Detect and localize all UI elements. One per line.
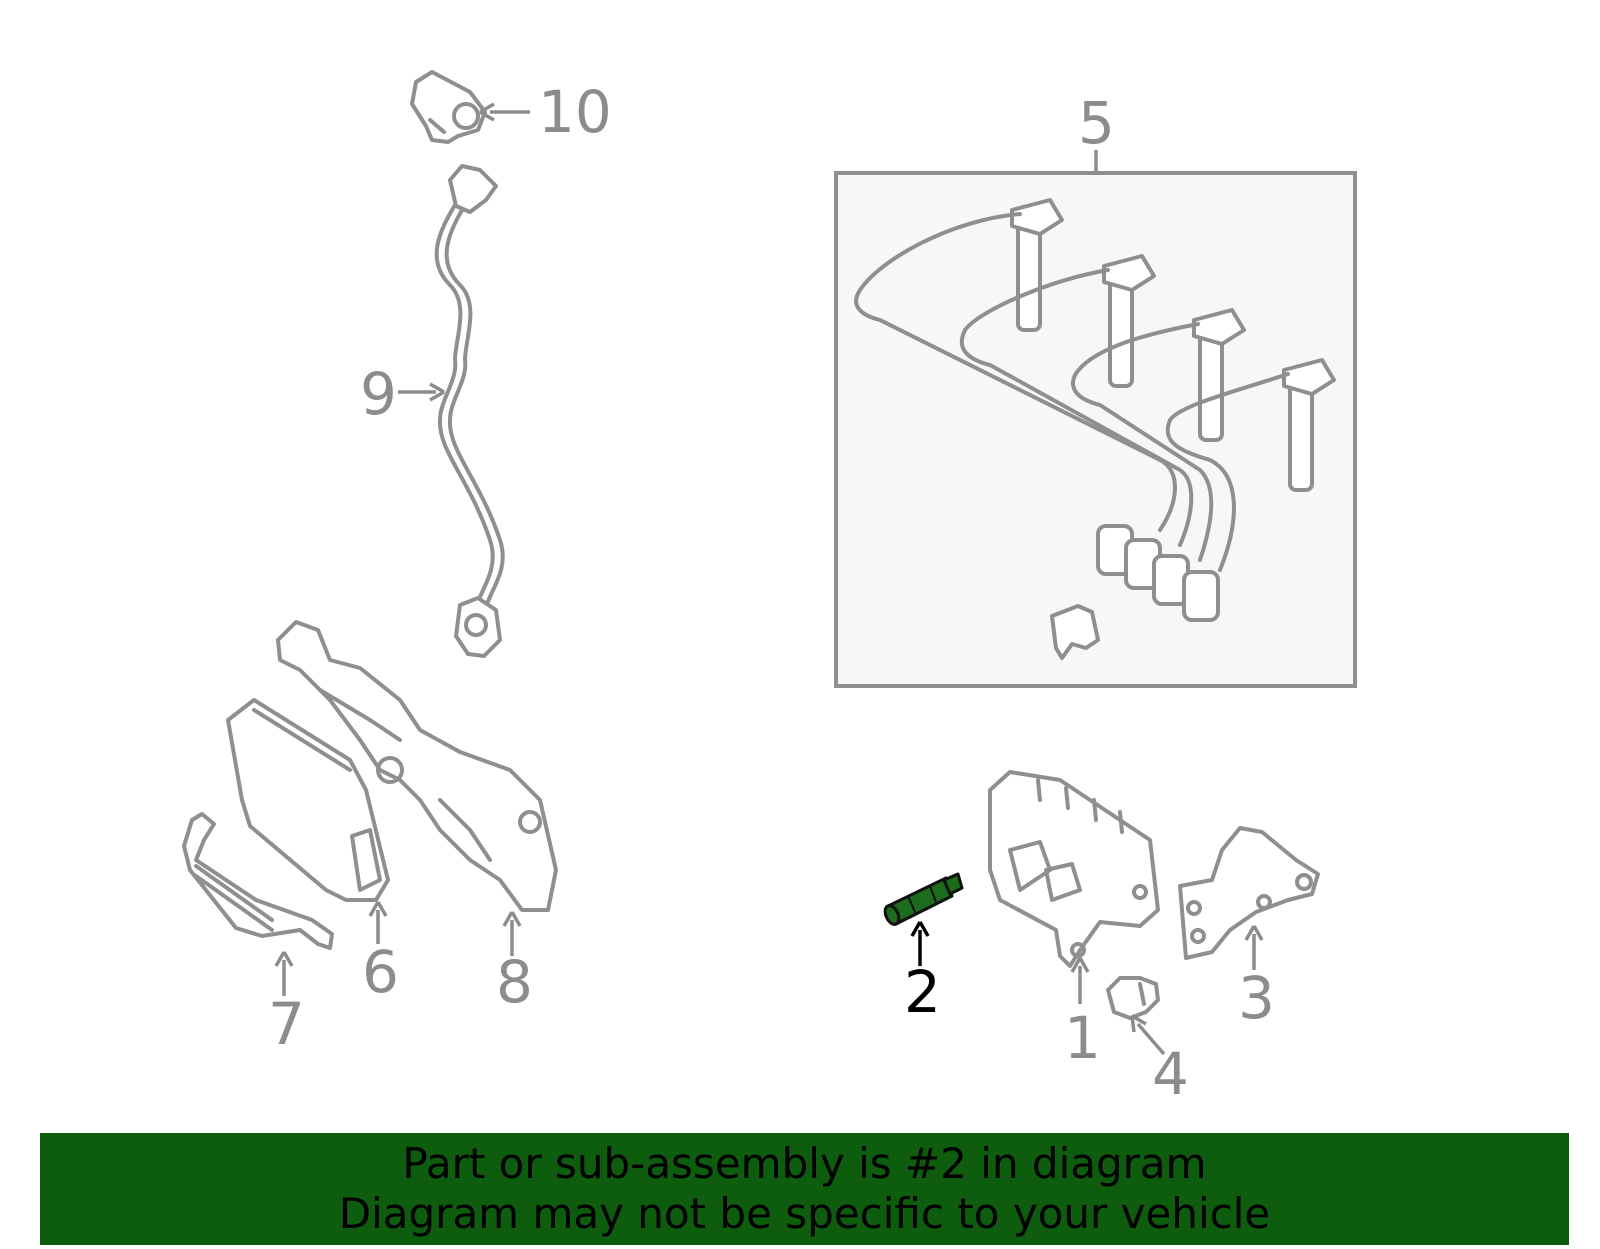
callout-6: 6 — [362, 938, 399, 1006]
callout-4: 4 — [1152, 1040, 1189, 1108]
info-banner: Part or sub-assembly is #2 in diagram Di… — [40, 1133, 1569, 1245]
callout-10: 10 — [538, 78, 612, 146]
part-1-ignition-coil[interactable] — [988, 770, 1160, 968]
part-5-ignition-wire-set[interactable] — [834, 171, 1357, 688]
callout-9: 9 — [360, 360, 397, 428]
callout-3: 3 — [1238, 964, 1275, 1032]
banner-line-2: Diagram may not be specific to your vehi… — [338, 1189, 1271, 1238]
part-10-sensor[interactable] — [410, 70, 487, 144]
arrow-10 — [479, 102, 495, 122]
arrow-6 — [368, 901, 388, 917]
part-9-wire-harness[interactable] — [434, 164, 505, 658]
arrow-2 — [910, 921, 930, 937]
part-4-connector[interactable] — [1106, 976, 1160, 1020]
arrow-8 — [502, 911, 522, 927]
callout-8: 8 — [496, 948, 533, 1016]
arrow-1 — [1070, 957, 1090, 973]
arrow-9 — [429, 382, 445, 402]
part-6-module[interactable] — [226, 698, 390, 902]
part-8-bracket[interactable] — [276, 620, 558, 912]
arrow-3 — [1244, 925, 1264, 941]
part-7-strap[interactable] — [182, 812, 334, 950]
arrow-4 — [1130, 1014, 1147, 1033]
part-3-coil-bracket[interactable] — [1178, 826, 1320, 960]
callout-2: 2 — [904, 958, 941, 1026]
leader-4 — [1136, 1022, 1166, 1056]
callout-5: 5 — [1078, 89, 1115, 157]
part-2-highlighted[interactable] — [882, 872, 964, 927]
banner-line-1: Part or sub-assembly is #2 in diagram — [402, 1139, 1207, 1188]
arrow-7 — [274, 951, 294, 967]
callout-1: 1 — [1064, 1004, 1101, 1072]
callout-7: 7 — [268, 990, 305, 1058]
